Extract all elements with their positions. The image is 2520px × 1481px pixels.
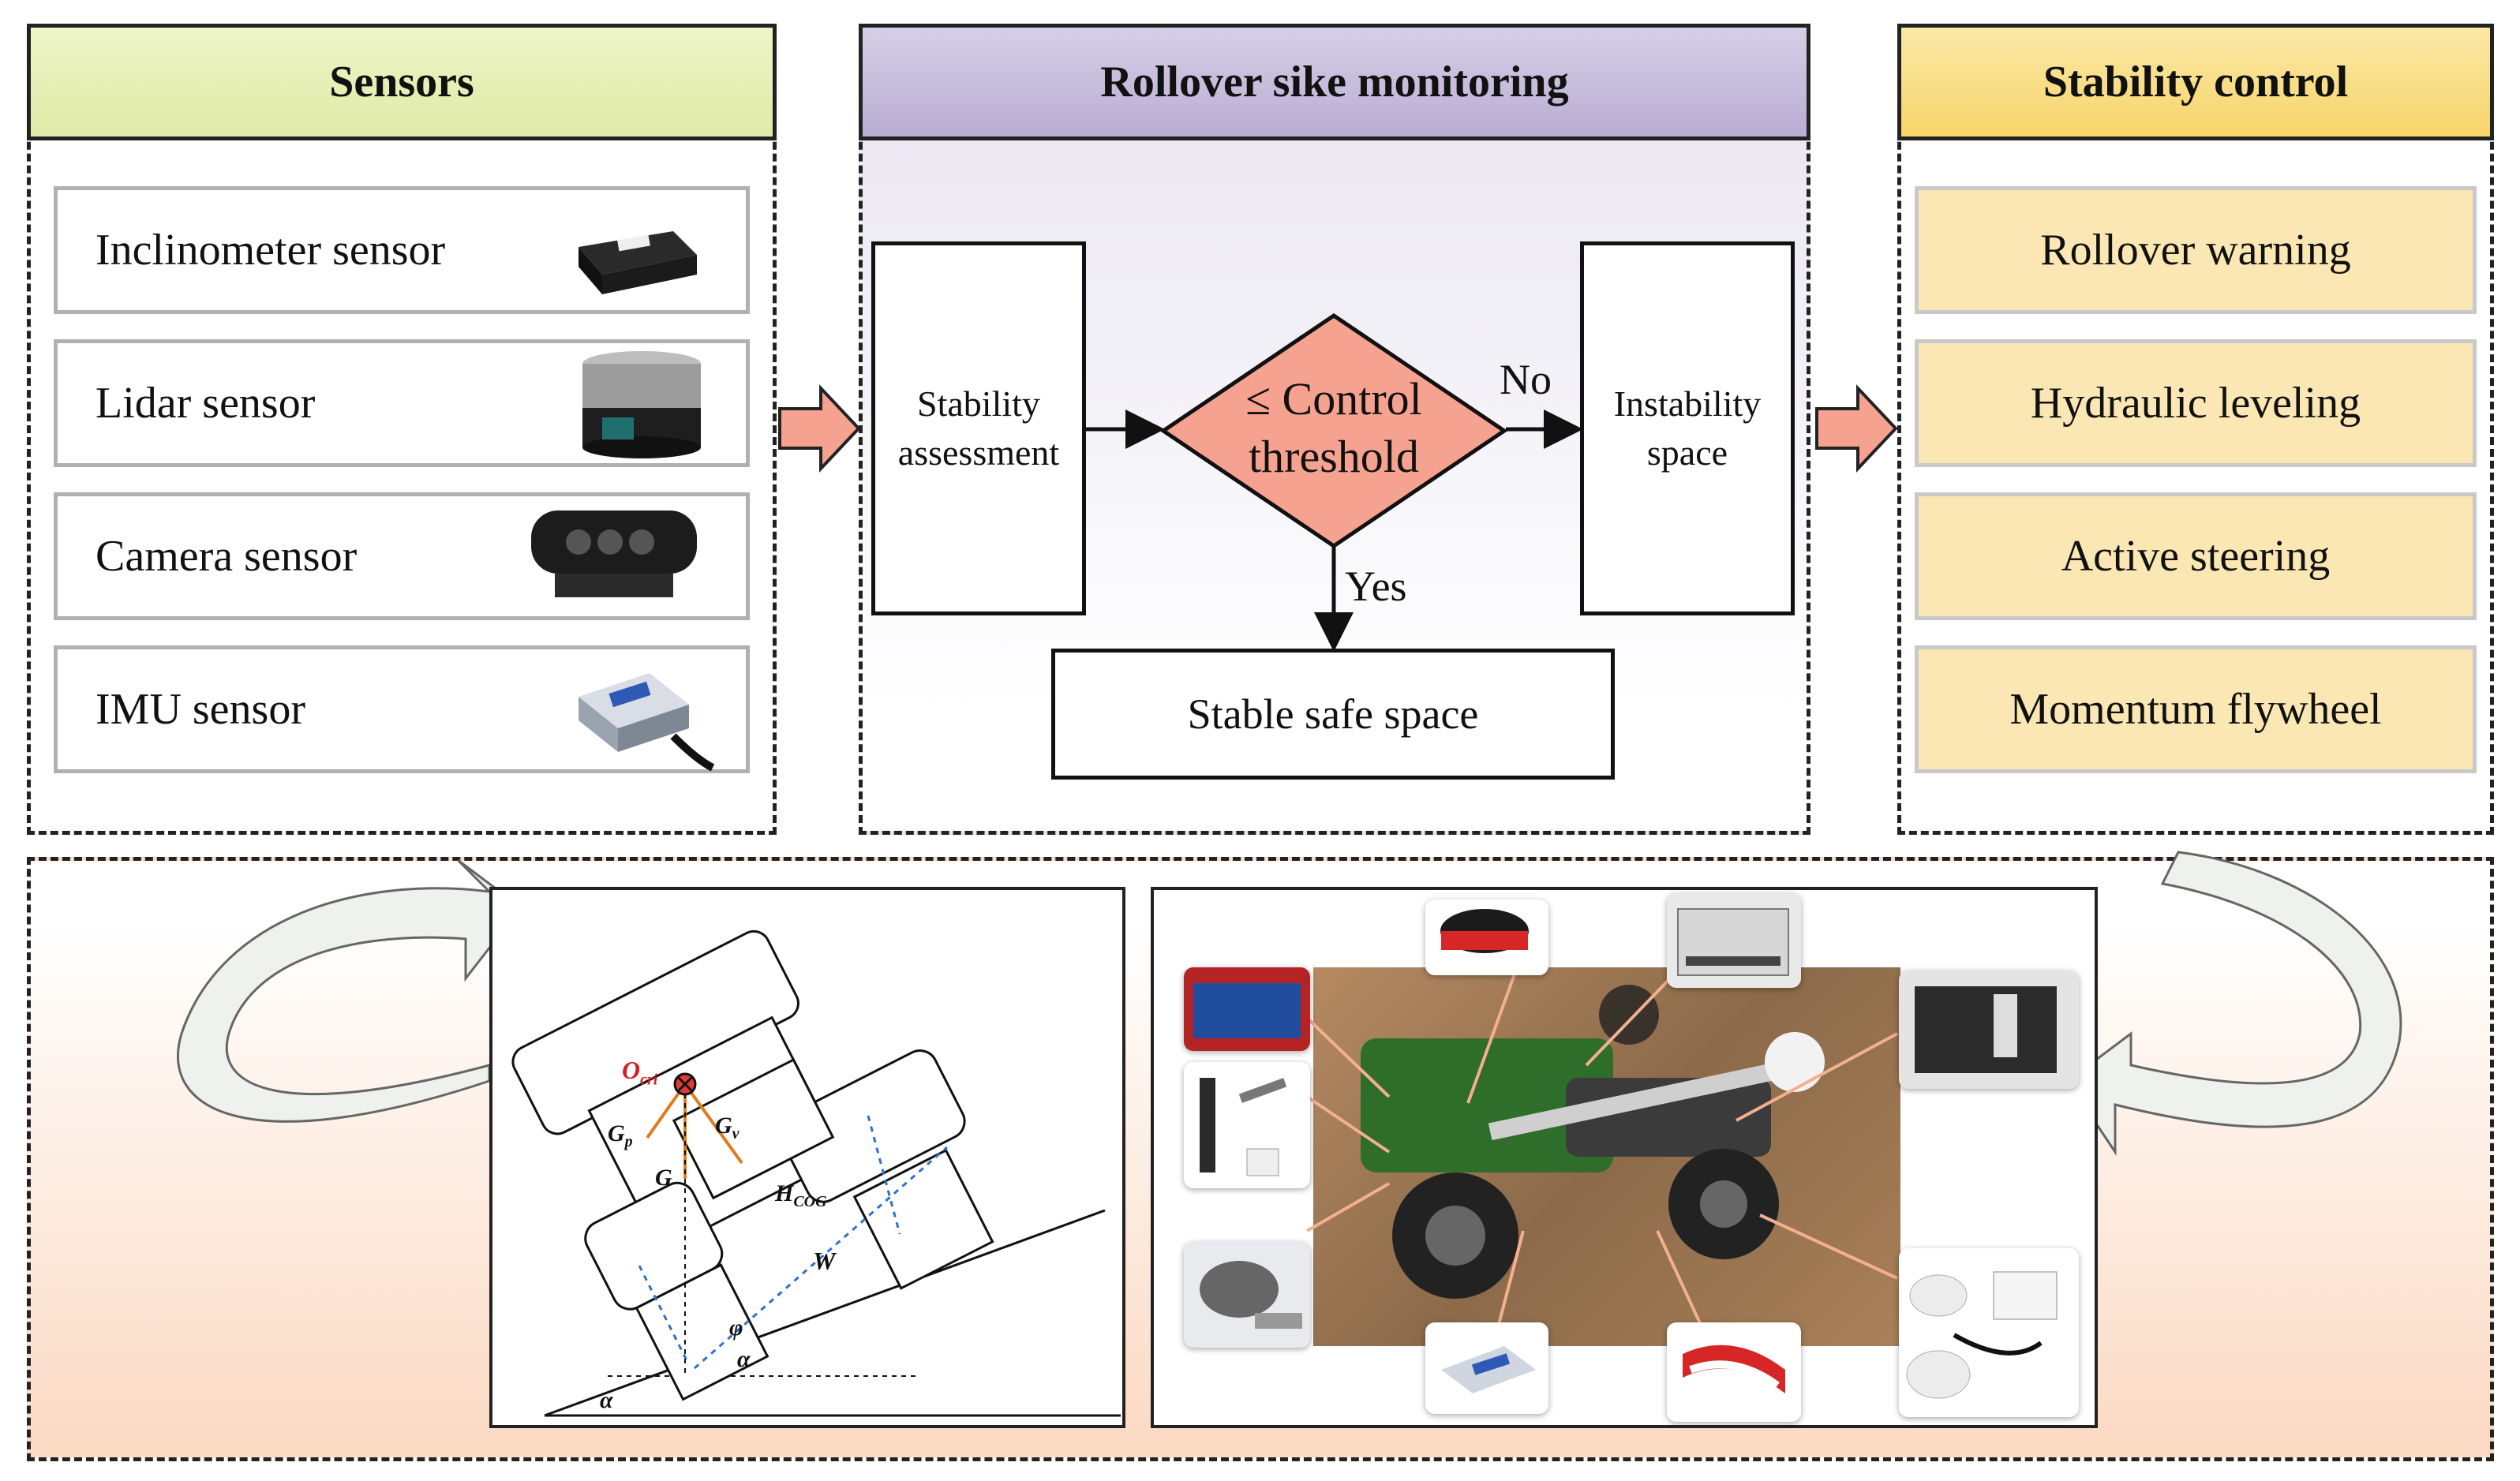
- sensor-item-lidar: Lidar sensor: [54, 339, 750, 467]
- assessment-line2: assessment: [897, 432, 1060, 473]
- instability-space-box: Instability space: [1580, 241, 1795, 615]
- motor-icon: [1200, 1261, 1302, 1329]
- block-arrow-sensors-to-monitor: [778, 383, 861, 473]
- instability-line1: Instability: [1613, 383, 1762, 424]
- thumb-imu-device: [1425, 1322, 1548, 1414]
- label-alpha-upper: α: [737, 1346, 751, 1372]
- block-arrow-monitor-to-control: [1815, 383, 1898, 473]
- imu-device-icon: [1441, 1346, 1536, 1393]
- decision-text: ≤ Control threshold: [1223, 371, 1444, 485]
- actuator-icon: [1200, 1078, 1287, 1176]
- no-label: No: [1500, 356, 1552, 403]
- thumb-gnss-antennas: [1899, 1248, 2079, 1417]
- monitoring-header: Rollover sike monitoring: [859, 24, 1810, 140]
- sensor-item-imu: IMU sensor: [54, 645, 750, 773]
- sensor-item-camera: Camera sensor: [54, 492, 750, 620]
- slope-schematic: [511, 929, 1121, 1417]
- flywheel-icon: [1440, 909, 1529, 953]
- control-item-rollover-warning: Rollover warning: [1915, 186, 2477, 314]
- monitoring-title: Rollover sike monitoring: [1100, 58, 1569, 107]
- label-o-cri: Ocri: [622, 1056, 658, 1089]
- inclinometer-icon: [579, 231, 697, 294]
- lidar-icon: [582, 351, 701, 458]
- control-label: Momentum flywheel: [2009, 685, 2382, 734]
- display-icon: [1193, 983, 1301, 1038]
- tractor-icon: [1361, 985, 1825, 1299]
- control-unit-icon: [1915, 986, 2057, 1073]
- thumb-motor: [1184, 1242, 1310, 1348]
- controller-icon: [1677, 908, 1789, 976]
- control-label: Rollover warning: [2040, 226, 2351, 275]
- stability-assessment-box: Stability assessment: [871, 241, 1086, 615]
- camera-icon: [531, 510, 697, 597]
- sensor-label: Lidar sensor: [95, 379, 316, 428]
- gnss-icon: [1906, 1271, 2058, 1399]
- control-label: Active steering: [2061, 532, 2331, 581]
- yes-label: Yes: [1345, 563, 1407, 610]
- label-hcog: HCOG: [775, 1180, 827, 1210]
- feedback-arrow-left: [177, 858, 523, 1123]
- label-g: G: [655, 1165, 672, 1191]
- label-alpha-lower: α: [600, 1387, 613, 1413]
- thumb-flywheel: [1425, 899, 1548, 975]
- control-item-active-steering: Active steering: [1915, 492, 2477, 620]
- strap-icon: [1683, 1344, 1785, 1393]
- instability-line2: space: [1646, 432, 1728, 473]
- sensor-label: Inclinometer sensor: [95, 226, 446, 275]
- label-phi: φ: [729, 1315, 743, 1341]
- control-item-hydraulic-leveling: Hydraulic leveling: [1915, 339, 2477, 467]
- label-gp: Gp: [608, 1120, 633, 1150]
- decision-line1: ≤ Control: [1245, 373, 1422, 424]
- control-label: Hydraulic leveling: [2030, 379, 2361, 428]
- sensor-label: Camera sensor: [95, 532, 358, 581]
- stable-label: Stable safe space: [1187, 690, 1479, 738]
- imu-icon: [579, 673, 715, 772]
- label-gv: Gv: [715, 1113, 740, 1143]
- sensors-title: Sensors: [329, 58, 474, 107]
- thumb-actuator: [1184, 1062, 1310, 1188]
- thumb-straps: [1667, 1322, 1801, 1422]
- control-item-momentum-flywheel: Momentum flywheel: [1915, 645, 2477, 773]
- assessment-line1: Stability: [917, 383, 1040, 424]
- sensor-label: IMU sensor: [95, 685, 305, 734]
- sensors-header: Sensors: [27, 24, 777, 140]
- control-title: Stability control: [2043, 58, 2349, 107]
- decision-line2: threshold: [1249, 430, 1419, 482]
- feedback-arrow-right: [2065, 851, 2402, 1156]
- thumb-controller-box: [1667, 893, 1801, 988]
- thumb-display: [1184, 967, 1310, 1051]
- control-header: Stability control: [1897, 24, 2494, 140]
- label-w: W: [813, 1247, 836, 1275]
- stable-safe-space-box: Stable safe space: [1051, 649, 1615, 780]
- thumb-control-unit: [1899, 971, 2079, 1089]
- sensor-item-inclinometer: Inclinometer sensor: [54, 186, 750, 314]
